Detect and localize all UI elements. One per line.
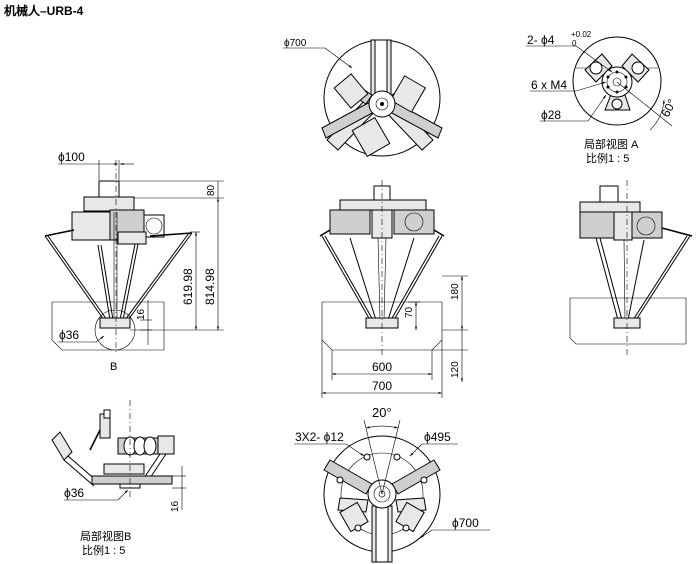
detail-a-dia-28-label: ϕ28 (541, 108, 561, 122)
bottom-dia-700-label: ϕ700 (452, 516, 479, 530)
detail-a-tol-upper: +0.02 (571, 30, 592, 39)
detail-a-angle-label: 60° (658, 97, 679, 120)
detail-a-holes-label: 2- ϕ4 (527, 33, 555, 47)
bottom-holes-label: 3X2- ϕ12 (295, 430, 344, 444)
front-dim-700: 700 (372, 379, 392, 393)
front-motor-left (329, 209, 371, 235)
bottom-view: 20° 3X2- ϕ12 ϕ495 ϕ700 (294, 405, 490, 563)
front-dim-180: 180 (450, 283, 461, 300)
top-view-arms (321, 39, 443, 151)
detail-a-threads-label: 6 x M4 (531, 78, 567, 92)
left-side-view: ϕ100 80 619.98 814.98 16 ϕ36 B (44, 150, 224, 373)
detail-a-view: 2- ϕ4 +0.02 0 6 x M4 ϕ28 60° 局部视图 A 比例1 … (526, 30, 679, 165)
detail-b-caption-2: 比例1 : 5 (82, 543, 125, 557)
bottom-dia-495-label: ϕ495 (424, 430, 451, 444)
detail-b-caption-1: 局部视图B (80, 529, 131, 543)
detail-b-end-plate (91, 475, 173, 485)
right-side-view (569, 180, 693, 356)
left-dia-100-label: ϕ100 (58, 150, 85, 164)
left-motor (71, 211, 111, 241)
right-motor (631, 211, 663, 239)
right-work-envelope (569, 297, 687, 345)
detail-a-tol-lower: 0 (572, 39, 577, 48)
front-dim-600: 600 (372, 360, 392, 374)
detail-b-view: ϕ36 16 局部视图B 比例1 : 5 (51, 400, 186, 557)
detail-a-caption-1: 局部视图 A (584, 137, 639, 151)
top-dia-700-label: ϕ700 (284, 38, 307, 49)
left-label-b: B (110, 361, 117, 373)
left-dim-619: 619.98 (181, 268, 195, 305)
bottom-angle-20: 20° (372, 405, 392, 420)
left-dim-814: 814.98 (203, 268, 217, 305)
left-dim-16: 16 (136, 308, 147, 320)
front-view: 180 70 120 600 700 (319, 180, 468, 398)
top-view: ϕ700 (283, 38, 443, 158)
left-dia-36-label: ϕ36 (59, 328, 79, 342)
detail-b-circle (94, 309, 136, 351)
detail-b-dim-16: 16 (170, 500, 181, 512)
front-motor-right (393, 209, 435, 235)
front-dim-120: 120 (450, 361, 461, 378)
front-dim-70: 70 (404, 306, 415, 318)
detail-a-caption-2: 比例1 : 5 (586, 151, 629, 165)
drawing-title: 机械人–URB-4 (4, 4, 84, 18)
left-dim-80: 80 (206, 184, 217, 196)
detail-b-dia-36-label: ϕ36 (64, 486, 84, 500)
